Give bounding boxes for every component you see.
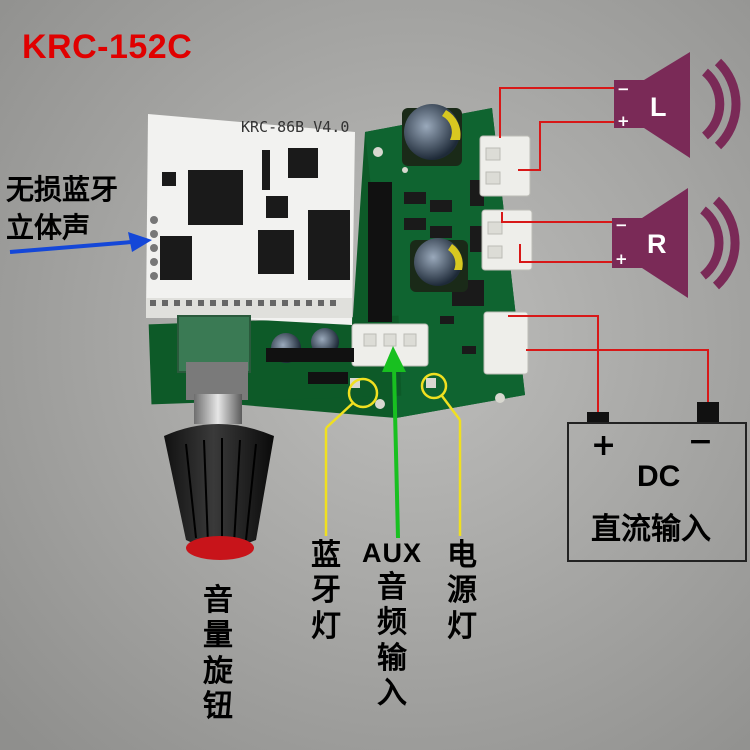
dc-plus: + [591,428,617,463]
dc-title: DC [637,460,681,493]
power-led-label: 电 源 灯 [447,538,477,644]
knob-label: 音 量 旋 钮 [203,583,233,725]
speaker-right-channel: R [647,229,667,259]
aux-label-char: 频 [377,605,407,641]
bt-label-char: 蓝 [311,538,341,573]
speaker-right-pos: + [615,250,628,268]
left-label-line1: 无损蓝牙 [6,173,119,206]
dc-input-box: + − DC 直流输入 [567,422,747,562]
speaker-right [612,188,740,298]
knob-label-char: 量 [203,618,233,654]
pwr-label-char: 源 [447,573,477,609]
bluetooth-led-label: 蓝 牙 灯 [311,538,341,644]
aux-label-char: 音 [377,569,407,605]
pin-headers [266,348,354,384]
connectors [351,135,533,375]
blue-arrow [9,232,152,254]
yellow-pointers [324,372,462,536]
speaker-left-pos: + [617,112,630,130]
capacitors [271,104,468,363]
dc-terminals [587,402,719,424]
aux-label-char: 输 [377,640,407,676]
module-label: KRC-86B V4.0 [241,118,350,136]
dc-subtitle: 直流输入 [591,512,711,547]
green-arrow [382,346,406,539]
left-label-line2: 立体声 [6,211,91,244]
bt-label-char: 牙 [311,573,341,609]
bt-label-char: 灯 [311,608,341,644]
volume-knob [164,315,274,560]
aux-input-label: AUX 音 频 输 入 [362,538,422,711]
bluetooth-module [146,114,355,325]
aux-prefix: AUX [362,538,423,568]
speaker-right-neg: − [615,216,628,234]
pwr-label-char: 灯 [447,608,477,644]
speaker-left-channel: L [650,92,667,122]
aux-label-char: 入 [377,676,407,712]
speaker-left-neg: − [617,80,630,98]
knob-label-char: 音 [203,583,233,618]
speaker-left [614,52,741,158]
knob-label-char: 钮 [203,689,233,725]
product-title: KRC-152C [22,28,193,66]
red-wires [499,87,709,412]
knob-label-char: 旋 [203,653,233,689]
pwr-label-char: 电 [447,538,477,573]
dc-minus: − [687,424,713,459]
